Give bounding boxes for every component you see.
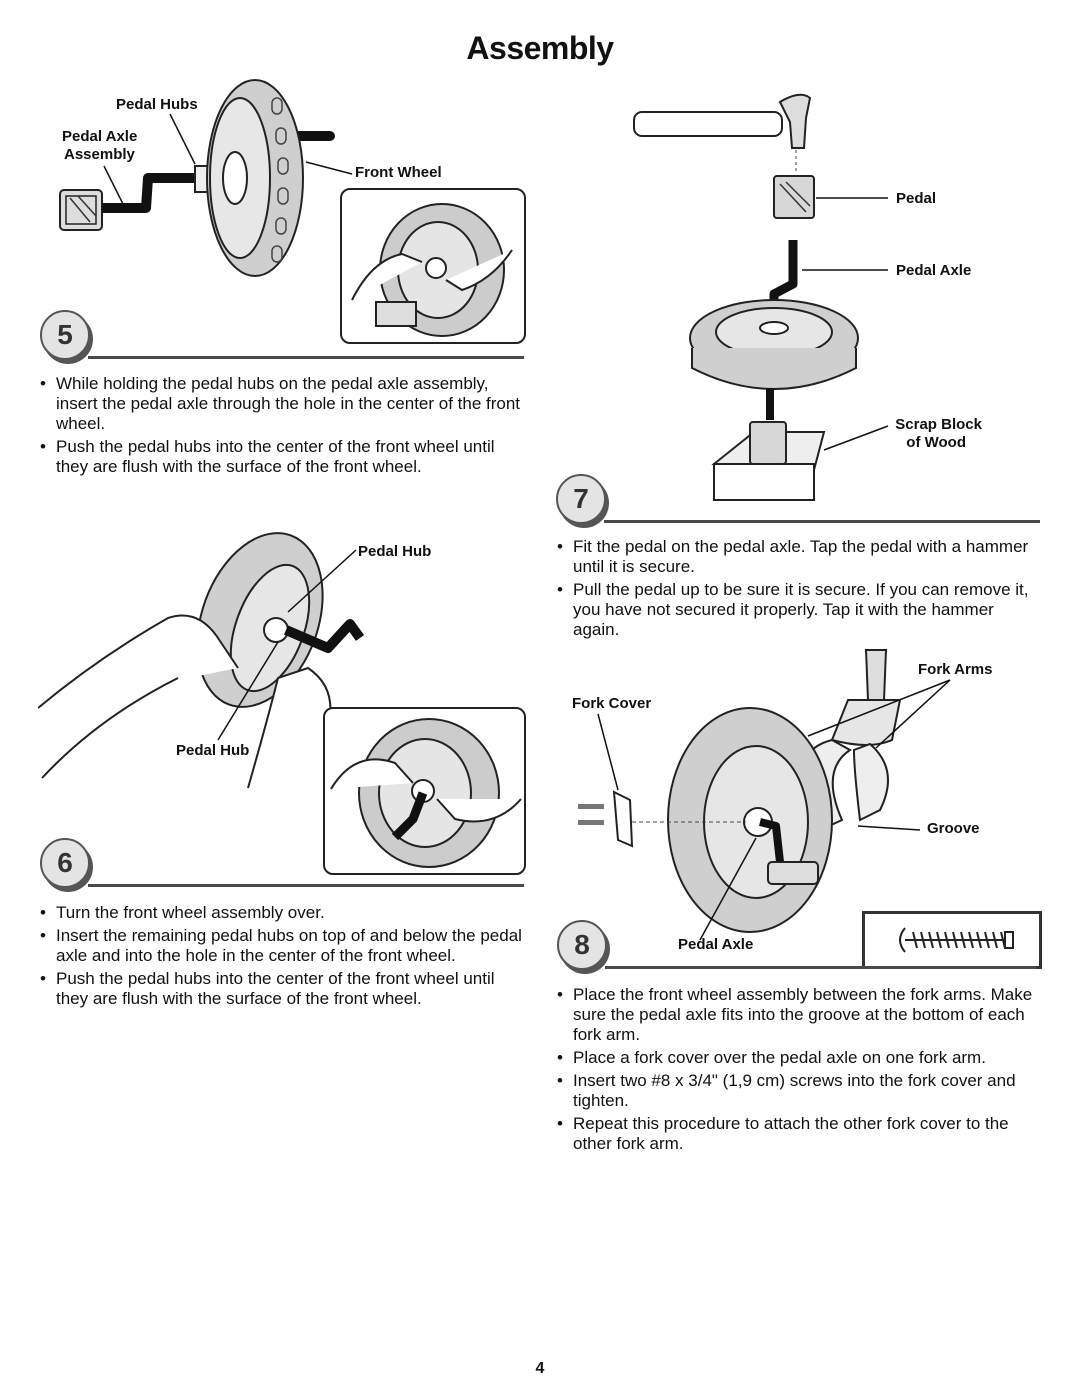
label-pedal-hub-top: Pedal Hub bbox=[358, 543, 432, 560]
page-number: 4 bbox=[535, 1360, 545, 1377]
step5-illustration bbox=[59, 79, 353, 277]
step5-bullet: While holding the pedal hubs on the peda… bbox=[38, 374, 524, 434]
label-pedal-hub-bottom: Pedal Hub bbox=[176, 742, 250, 759]
step5-bullet: Push the pedal hubs into the center of t… bbox=[38, 437, 524, 477]
page-title: Assembly bbox=[466, 30, 614, 66]
step6-bullet: Turn the front wheel assembly over. bbox=[38, 903, 528, 923]
label-scrap-block-1: Scrap Block bbox=[895, 416, 982, 433]
step7-bullet: Fit the pedal on the pedal axle. Tap the… bbox=[555, 537, 1035, 577]
step6-divider bbox=[88, 884, 524, 887]
step6-bullet: Insert the remaining pedal hubs on top o… bbox=[38, 926, 528, 966]
label-pedal-hubs: Pedal Hubs bbox=[116, 96, 198, 113]
step6-illustration bbox=[38, 532, 365, 789]
pedal-illustration bbox=[59, 189, 103, 231]
step-5-badge: 5 bbox=[40, 310, 90, 360]
label-fork-arms: Fork Arms bbox=[918, 661, 993, 678]
step6-instructions: Turn the front wheel assembly over. Inse… bbox=[38, 903, 528, 1012]
step8-bullet: Insert two #8 x 3/4" (1,9 cm) screws int… bbox=[555, 1071, 1037, 1111]
step8-bullet: Place the front wheel assembly between t… bbox=[555, 985, 1037, 1045]
step8-divider bbox=[605, 966, 1036, 969]
step5-inset-illustration bbox=[340, 188, 526, 344]
screw-icon bbox=[899, 927, 1014, 953]
hammer-illustration bbox=[633, 93, 812, 149]
step-8-badge: 8 bbox=[557, 920, 607, 970]
step8-bullet: Place a fork cover over the pedal axle o… bbox=[555, 1048, 1037, 1068]
step8-bullet: Repeat this procedure to attach the othe… bbox=[555, 1114, 1037, 1154]
label-pedal-axle-assembly-1: Pedal Axle bbox=[62, 128, 138, 145]
step-7-badge: 7 bbox=[556, 474, 606, 524]
step7-divider bbox=[604, 520, 1040, 523]
step6-inset-illustration bbox=[323, 707, 526, 875]
label-pedal-axle-step8: Pedal Axle bbox=[678, 936, 754, 953]
label-scrap-block-2: of Wood bbox=[906, 434, 966, 451]
label-pedal-axle-assembly-2: Assembly bbox=[64, 146, 135, 163]
label-fork-cover: Fork Cover bbox=[572, 695, 652, 712]
step8-illustration bbox=[578, 649, 951, 940]
step5-divider bbox=[88, 356, 524, 359]
label-groove: Groove bbox=[927, 820, 980, 837]
step-6-badge: 6 bbox=[40, 838, 90, 888]
step5-instructions: While holding the pedal hubs on the peda… bbox=[38, 374, 524, 480]
screw-size-box bbox=[862, 911, 1042, 969]
step8-instructions: Place the front wheel assembly between t… bbox=[555, 985, 1037, 1157]
step7-illustration bbox=[633, 93, 889, 501]
step7-bullet: Pull the pedal up to be sure it is secur… bbox=[555, 580, 1035, 640]
label-pedal: Pedal bbox=[896, 190, 937, 207]
step6-bullet: Push the pedal hubs into the center of t… bbox=[38, 969, 528, 1009]
label-pedal-axle-step7: Pedal Axle bbox=[896, 262, 972, 279]
label-front-wheel: Front Wheel bbox=[355, 164, 442, 181]
step7-instructions: Fit the pedal on the pedal axle. Tap the… bbox=[555, 537, 1035, 643]
